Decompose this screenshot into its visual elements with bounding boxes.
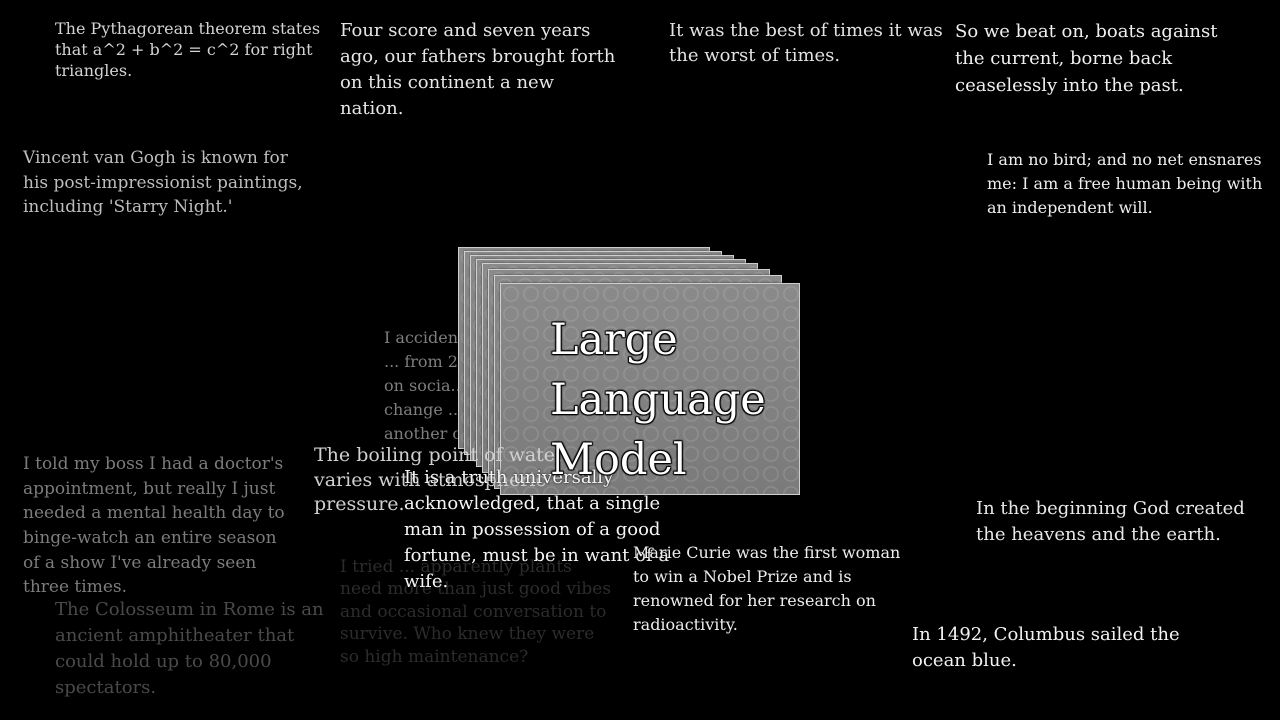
snippet-plants: I tried ... apparently plants need more …	[340, 557, 612, 667]
snippet-genesis: In the beginning God created the heavens…	[976, 498, 1245, 546]
snippet-colosseum: The Colosseum in Rome is an ancient amph…	[55, 599, 324, 699]
model-label-line: Large	[550, 315, 678, 365]
snippet-columbus: In 1492, Columbus sailed the ocean blue.	[912, 624, 1180, 672]
snippet-austen: It is a truth universally acknowledged, …	[404, 467, 670, 593]
snippet-curie: Marie Curie was the first woman to win a…	[633, 543, 901, 634]
snippet-boiling: The boiling point of water varies with a…	[314, 444, 565, 516]
snippet-van-gogh: Vincent van Gogh is known for his post-i…	[23, 148, 303, 218]
model-label-line: Model	[550, 435, 687, 485]
snippet-boss: I told my boss I had a doctor's appointm…	[23, 454, 285, 598]
model-layer	[500, 283, 800, 495]
snippet-gatsby: So we beat on, boats against the current…	[955, 21, 1218, 96]
model-label-line: Language	[550, 375, 766, 425]
snippet-gettysburg: Four score and seven years ago, our fath…	[340, 20, 616, 120]
snippet-dickens: It was the best of times it was the wors…	[669, 20, 943, 67]
model-layer-stack	[455, 245, 800, 495]
model-label: Large Language Model	[550, 310, 766, 490]
snippet-pythagorean: The Pythagorean theorem states that a^2 …	[55, 19, 321, 81]
snippet-jane-eyre: I am no bird; and no net ensnares me: I …	[987, 150, 1263, 217]
